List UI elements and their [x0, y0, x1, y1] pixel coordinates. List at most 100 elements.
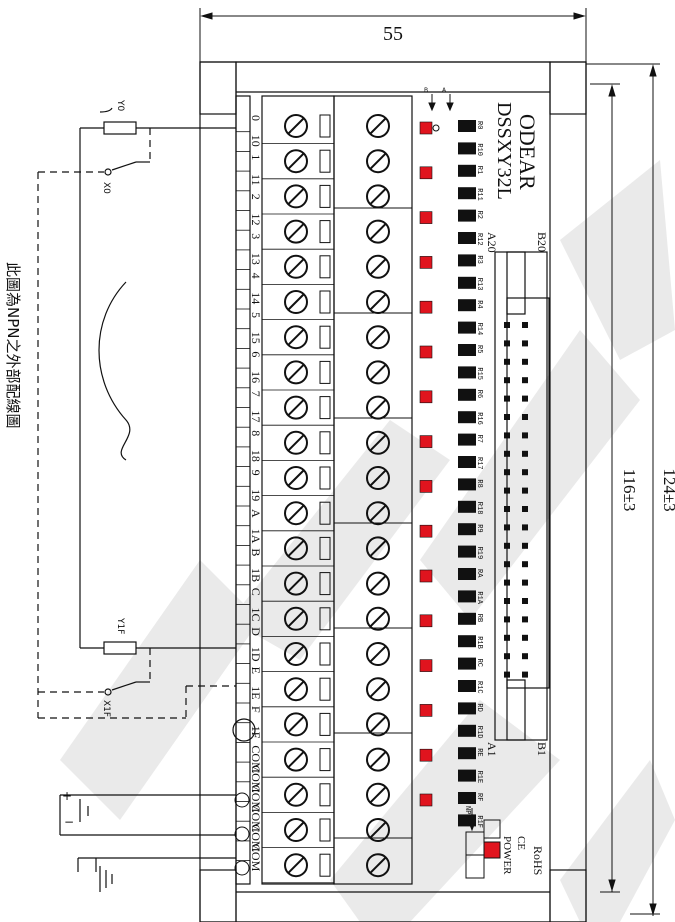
model-name: DSSXY32L: [493, 102, 515, 200]
screw-terminal-left: [284, 395, 308, 420]
terminal-clamp: [319, 466, 331, 490]
screw-slot: [369, 293, 387, 311]
terminal-left-label: 3: [249, 233, 263, 239]
terminal-clamp: [319, 431, 331, 455]
status-led: [419, 166, 433, 180]
resistor-chip: [458, 120, 476, 132]
screw-slot: [287, 856, 305, 874]
screw-slot: [369, 504, 387, 522]
dynamic-layer: 010111212313414515616717818919A1AB1BC1CD…: [232, 114, 528, 884]
terminal-left-label: 1F: [249, 726, 263, 739]
screw-terminal-right: [366, 184, 390, 209]
ribbon-connector: [494, 251, 550, 741]
screw-slot: [287, 750, 305, 769]
terminal-left-label: 2: [249, 194, 263, 200]
status-led: [419, 121, 433, 135]
terminal-clamp: [319, 712, 331, 736]
resistor-chip: [458, 232, 476, 244]
screw-slot: [287, 821, 305, 839]
resistor-chip: [458, 433, 476, 446]
led-ab-marker: [428, 94, 454, 132]
led-label: RF: [475, 793, 483, 801]
resistor-chip: [458, 523, 476, 536]
screw-terminal-right: [366, 536, 390, 561]
resistor-chip: [458, 276, 476, 289]
terminal-clamp: [319, 536, 331, 560]
screw-terminal-right: [366, 360, 390, 385]
resistor-chip: [458, 724, 476, 737]
terminal-left-label: 18: [249, 450, 263, 462]
supply-plus-label: +: [62, 789, 72, 803]
terminal-clamp: [319, 642, 331, 666]
connector-pin: [522, 340, 528, 347]
height-outer-label: 124±3: [660, 468, 675, 511]
screw-terminal-right: [366, 395, 390, 420]
connector-b20-label: B20: [535, 232, 549, 252]
terminal-left-label: 17: [249, 411, 263, 423]
terminal-left-label: 6: [249, 351, 263, 357]
x0-label: X0: [101, 182, 111, 194]
screw-slot: [369, 398, 387, 417]
led-label: R4: [475, 300, 483, 308]
screw-terminal-left: [284, 606, 308, 631]
led-label: R8: [475, 479, 483, 487]
led-b-label: B: [424, 87, 428, 94]
screw-slot: [287, 152, 305, 170]
screw-terminal-right: [366, 114, 390, 138]
screw-slot: [369, 645, 387, 663]
screw-terminal-left: [284, 853, 308, 878]
terminal-left-label: E: [249, 667, 263, 674]
terminal-left-label: 16: [249, 371, 263, 383]
terminal-clamp: [319, 220, 331, 244]
width-dimension: [199, 8, 587, 62]
screw-slot: [369, 715, 387, 734]
led-label: R5: [475, 345, 483, 353]
resistor-chip: [458, 590, 476, 603]
resistor-chip: [458, 635, 476, 648]
status-led: [419, 300, 433, 314]
resistor-chip: [458, 388, 476, 401]
screw-slot: [369, 469, 387, 487]
screw-terminal-left: [284, 114, 308, 138]
resistor-chip: [458, 680, 476, 692]
led-label: R15: [475, 367, 483, 380]
connector-pin: [522, 542, 528, 549]
terminal-left-label: 12: [249, 214, 263, 226]
screw-slot: [287, 504, 305, 522]
screw-slot: [369, 750, 387, 769]
screw-slot: [287, 363, 305, 382]
terminal-left-label: 13: [249, 253, 263, 265]
screw-slot: [369, 258, 387, 276]
connector-pin: [522, 377, 528, 384]
terminal-left-label: 4: [249, 273, 263, 279]
led-label: R1F: [475, 815, 483, 828]
terminal-left-label: 8: [249, 430, 263, 436]
led-label: R17: [475, 457, 483, 470]
terminal-left-label: 10: [249, 135, 263, 147]
screw-terminal-right: [366, 219, 390, 244]
terminal-left-label: A: [249, 509, 263, 518]
status-led: [419, 524, 433, 538]
status-led: [419, 659, 433, 672]
led-label: RC: [475, 659, 483, 667]
height-dimensions: [586, 63, 660, 916]
led-label: R13: [475, 278, 483, 291]
terminal-left-label: 1E: [249, 686, 263, 699]
terminal-clamp: [319, 783, 331, 807]
resistor-chip: [458, 612, 476, 625]
led-label: R1C: [475, 681, 483, 694]
screw-terminal-left: [284, 782, 308, 807]
screw-slot: [369, 363, 387, 382]
resistor-chip: [458, 164, 476, 177]
resistor-chip: [458, 456, 476, 468]
terminal-left-label: B: [249, 548, 263, 556]
supply-minus-label: −: [64, 815, 74, 829]
resistor-chip: [458, 500, 476, 513]
screw-terminal-left: [284, 501, 308, 526]
status-led: [419, 793, 433, 807]
terminal-clamp: [319, 325, 331, 349]
led-label: R0: [475, 121, 483, 129]
screw-terminal-right: [366, 254, 390, 279]
terminal-left-label: 15: [249, 332, 263, 344]
